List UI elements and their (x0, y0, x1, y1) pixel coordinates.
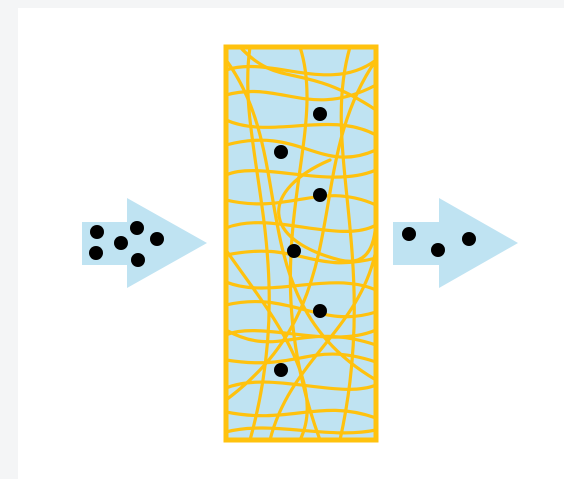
trapped-particle (313, 304, 327, 318)
filter-fibers (226, 47, 376, 440)
inlet-particles (89, 221, 164, 267)
fiber (226, 138, 376, 159)
fiber (226, 426, 376, 435)
outlet-particle (462, 232, 476, 246)
outlet-particle (431, 243, 445, 257)
fiber (226, 58, 376, 382)
fiber (246, 47, 271, 440)
inlet-arrow-shape (82, 198, 207, 288)
trapped-particle (313, 107, 327, 121)
fiber (226, 168, 376, 179)
fiber (226, 118, 376, 137)
trapped-particles (274, 107, 327, 377)
filter-medium-border (223, 44, 379, 443)
outlet-particle (402, 227, 416, 241)
inlet-particle (130, 221, 144, 235)
inlet-particle (89, 246, 103, 260)
inlet-particle (90, 225, 104, 239)
trapped-particle (287, 244, 301, 258)
fiber (226, 328, 376, 347)
fiber (226, 328, 376, 339)
trapped-particle (274, 363, 288, 377)
filter-medium (223, 44, 379, 443)
inlet-arrow (82, 198, 207, 288)
fiber (226, 221, 376, 233)
fiber (226, 194, 376, 207)
fiber (226, 58, 376, 402)
outlet-particles (402, 227, 476, 257)
outlet-arrow-shape (393, 198, 518, 288)
inlet-particle (150, 232, 164, 246)
fiber (226, 352, 376, 365)
fiber (268, 248, 376, 440)
inlet-particle (131, 253, 145, 267)
outlet-arrow (393, 198, 518, 288)
inlet-particle (114, 236, 128, 250)
fiber (226, 58, 376, 77)
trapped-particle (313, 188, 327, 202)
fiber (338, 47, 356, 440)
fiber (226, 408, 376, 420)
fiber (226, 280, 376, 292)
trapped-particle (274, 145, 288, 159)
